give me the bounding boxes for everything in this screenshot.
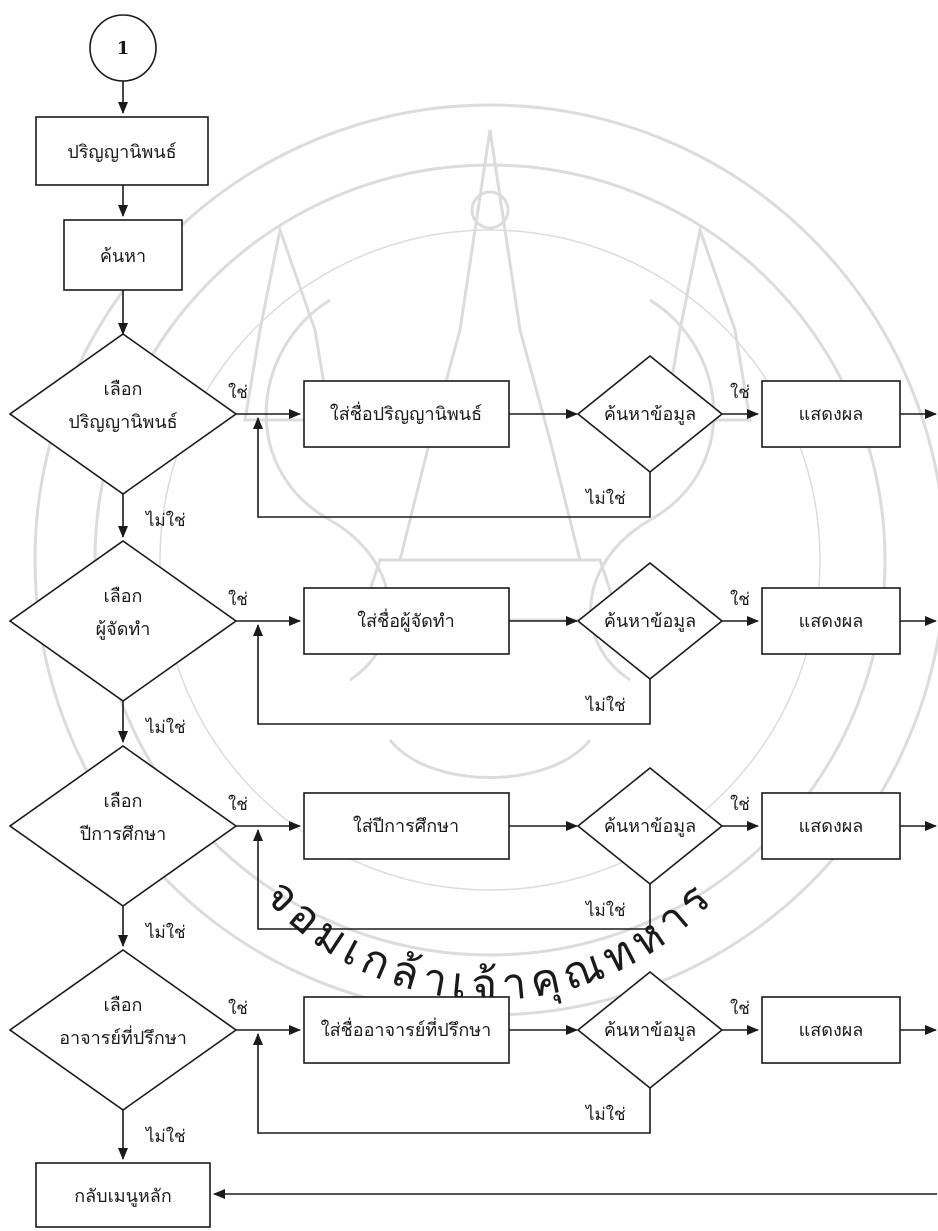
row-thesis: เลือกปริญญานิพนธ์ใช่ใส่ชื่อปริญญานิพนธ์ค… (8, 333, 937, 538)
check-yes-label: ใช่ (730, 589, 750, 610)
input-label: ใส่ชื่อผู้จัดทำ (357, 608, 455, 632)
check-data-thesis: ค้นหาข้อมูล (576, 354, 724, 474)
search-process: ค้นหา (63, 219, 183, 291)
check-label: ค้นหาข้อมูล (604, 816, 696, 837)
no-label: ไม่ใช่ (144, 1126, 186, 1147)
decision-line2: อาจารย์ที่ปรึกษา (59, 1025, 187, 1049)
thesis-label: ปริญญานิพนธ์ (67, 142, 176, 163)
check-data-author: ค้นหาข้อมูล (576, 561, 724, 681)
check-data-year: ค้นหาข้อมูล (576, 766, 724, 886)
result-advisor: แสดงผล (761, 996, 901, 1064)
edge-check-no-loop (253, 1033, 651, 1134)
result-label: แสดงผล (799, 611, 864, 632)
check-yes-label: ใช่ (730, 382, 750, 403)
start-connector: 1 (89, 14, 157, 82)
decision-line2: ปีการศึกษา (79, 824, 166, 845)
result-label: แสดงผล (799, 816, 864, 837)
edge-check-no-loop (253, 417, 651, 518)
decision-line1: เลือก (104, 791, 143, 812)
decision-line2: ผู้จัดทำ (96, 619, 151, 640)
row-author: เลือกผู้จัดทำใช่ใส่ชื่อผู้จัดทำค้นหาข้อม… (8, 540, 937, 743)
decision-line2: ปริญญานิพนธ์ (68, 412, 177, 433)
input-thesis: ใส่ชื่อปริญญานิพนธ์ (303, 380, 510, 448)
check-no-label: ไม่ใช่ (584, 1104, 626, 1125)
check-data-advisor: ค้นหาข้อมูล (576, 970, 724, 1090)
search-label: ค้นหา (100, 246, 146, 267)
edge-check-no-loop (253, 624, 651, 725)
row-advisor: เลือกอาจารย์ที่ปรึกษาใช่ใส่ชื่ออาจารย์ที… (8, 949, 937, 1160)
result-author: แสดงผล (761, 587, 901, 655)
check-label: ค้นหาข้อมูล (604, 1020, 696, 1041)
decision-line1: เลือก (104, 586, 143, 607)
row-year: เลือกปีการศึกษาใช่ใส่ปีการศึกษาค้นหาข้อม… (8, 745, 937, 947)
decision-line1: เลือก (104, 379, 143, 400)
input-advisor: ใส่ชื่ออาจารย์ที่ปรึกษา (303, 996, 510, 1064)
connector-label: 1 (117, 38, 130, 59)
no-label: ไม่ใช่ (144, 922, 186, 943)
edge-check-no-loop (253, 829, 651, 930)
result-label: แสดงผล (799, 404, 864, 425)
yes-label: ใช่ (228, 589, 248, 610)
return-main-menu: กลับเมนูหลัก (35, 1162, 211, 1228)
result-year: แสดงผล (761, 792, 901, 860)
check-label: ค้นหาข้อมูล (604, 611, 696, 632)
decision-select-author: เลือกผู้จัดทำ (8, 540, 238, 702)
result-label: แสดงผล (799, 1020, 864, 1041)
input-label: ใส่ปีการศึกษา (353, 815, 459, 837)
input-label: ใส่ชื่อปริญญานิพนธ์ (330, 401, 482, 425)
check-yes-label: ใช่ (730, 794, 750, 815)
decision-line1: เลือก (104, 995, 143, 1016)
check-yes-label: ใช่ (730, 998, 750, 1019)
check-no-label: ไม่ใช่ (584, 695, 626, 716)
input-author: ใส่ชื่อผู้จัดทำ (303, 587, 510, 655)
check-no-label: ไม่ใช่ (584, 488, 626, 509)
check-no-label: ไม่ใช่ (584, 900, 626, 921)
decision-select-year: เลือกปีการศึกษา (8, 745, 238, 907)
yes-label: ใช่ (228, 382, 248, 403)
yes-label: ใช่ (228, 794, 248, 815)
return-label: กลับเมนูหลัก (74, 1186, 171, 1207)
no-label: ไม่ใช่ (144, 510, 186, 531)
no-label: ไม่ใช่ (144, 717, 186, 738)
input-year: ใส่ปีการศึกษา (303, 792, 510, 860)
yes-label: ใช่ (228, 998, 248, 1019)
thesis-process: ปริญญานิพนธ์ (35, 116, 209, 186)
input-label: ใส่ชื่ออาจารย์ที่ปรึกษา (321, 1017, 491, 1041)
result-thesis: แสดงผล (761, 380, 901, 448)
check-label: ค้นหาข้อมูล (604, 404, 696, 425)
